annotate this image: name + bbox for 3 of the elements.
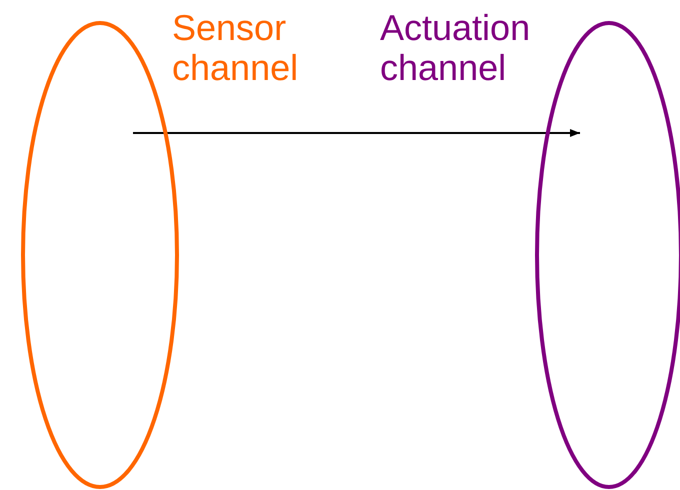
arrow bbox=[133, 129, 580, 137]
channel-label: Actuation channel bbox=[380, 8, 532, 88]
channel-label: Sensor channel bbox=[172, 8, 300, 88]
